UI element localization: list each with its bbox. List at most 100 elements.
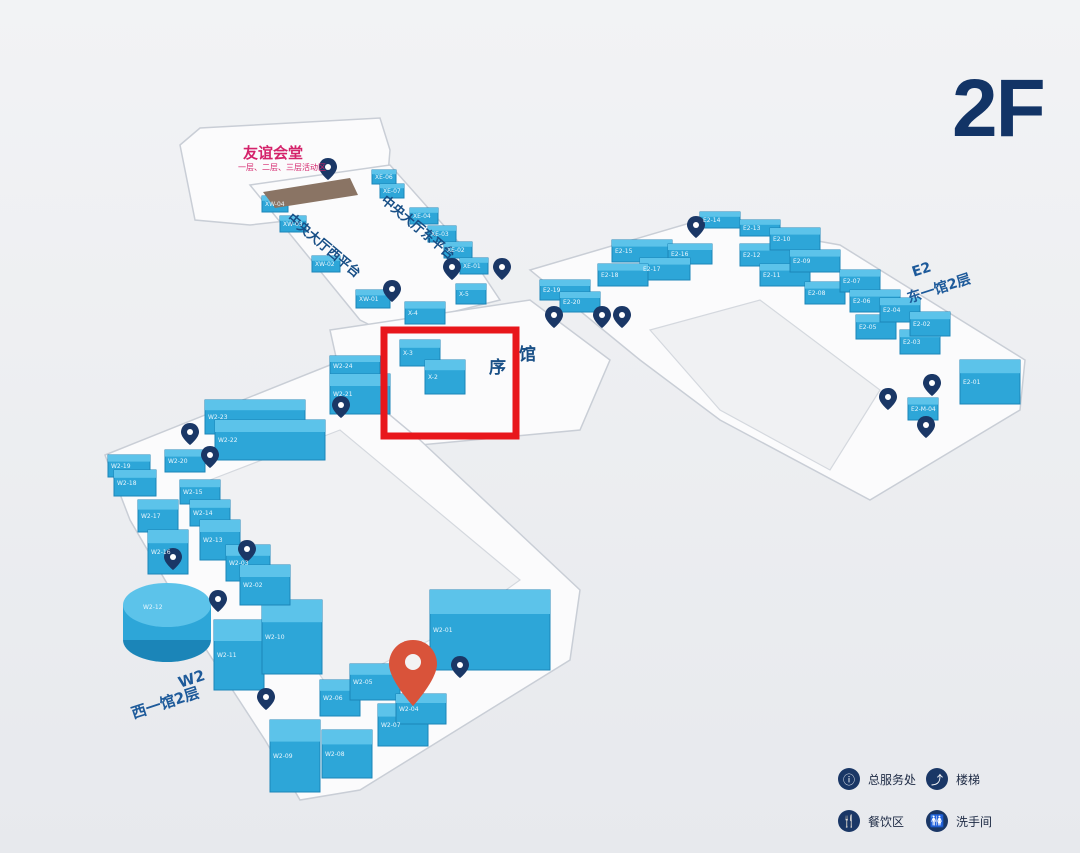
booth-xw-02[interactable] xyxy=(311,255,341,273)
booth-label: XE-01 xyxy=(463,263,481,270)
facility-marker-icon[interactable] xyxy=(613,306,631,328)
booth-w2-24[interactable] xyxy=(329,355,381,377)
stairs-icon: ⤴ xyxy=(926,768,948,790)
floor-label: 2F xyxy=(952,63,1046,154)
dining-icon: 🍴 xyxy=(838,810,860,832)
booth-label: W2-11 xyxy=(217,652,237,659)
booth-e2-02[interactable] xyxy=(909,311,951,337)
booth-e2-08[interactable] xyxy=(804,281,846,305)
facility-marker-icon[interactable] xyxy=(443,258,461,280)
booth-label: XW-01 xyxy=(359,296,379,303)
legend: ⓘ 总服务处 ⤴ 楼梯 🍴 餐饮区 🚻 洗手间 xyxy=(838,768,1048,838)
facility-marker-icon[interactable] xyxy=(181,423,199,445)
booth-label: XE-03 xyxy=(431,231,449,238)
booth-label: E2-13 xyxy=(743,225,761,232)
booth-label: W2-06 xyxy=(323,695,343,702)
booth-w2-08[interactable] xyxy=(321,729,373,779)
stairs-area xyxy=(263,178,358,208)
facility-marker-icon[interactable] xyxy=(257,688,275,710)
restroom-icon: 🚻 xyxy=(926,810,948,832)
booth-w2-18[interactable] xyxy=(113,469,157,497)
booth-label: E2-02 xyxy=(913,321,931,328)
booth-label: E2-M-04 xyxy=(911,406,936,413)
booth-x-2[interactable] xyxy=(424,359,466,395)
facility-marker-icon[interactable] xyxy=(319,158,337,180)
booth-label: W2-15 xyxy=(183,489,203,496)
booth-label: E2-08 xyxy=(808,290,826,297)
booth-label: E2-15 xyxy=(615,248,633,255)
facility-marker-icon[interactable] xyxy=(923,374,941,396)
friendship-hall-label: 友谊会堂 xyxy=(243,144,304,162)
facility-marker-icon[interactable] xyxy=(917,416,935,438)
booth-label: W2-18 xyxy=(117,480,137,487)
booth-w2-21[interactable] xyxy=(329,373,391,415)
center-char-label: 序 xyxy=(489,358,506,378)
booth-label: W2-10 xyxy=(265,634,285,641)
booth-w2-17[interactable] xyxy=(137,499,179,533)
booth-label: W2-04 xyxy=(399,706,419,713)
booth-w2-10[interactable] xyxy=(261,599,323,675)
booth-label: W2-22 xyxy=(218,437,238,444)
facility-marker-icon[interactable] xyxy=(164,548,182,570)
facility-marker-icon[interactable] xyxy=(383,280,401,302)
booth-label: W2-20 xyxy=(168,458,188,465)
booth-label: XE-04 xyxy=(413,213,431,220)
booth-label: W2-23 xyxy=(208,414,228,421)
friendship-hall-sublabel: 一层、二层、三层活动区 xyxy=(238,163,326,172)
booth-xe-04[interactable] xyxy=(409,207,439,225)
booth-label: E2-14 xyxy=(703,217,721,224)
booth-xe-03[interactable] xyxy=(427,225,457,243)
booth-e2-09[interactable] xyxy=(789,249,841,273)
booth-xe-07[interactable] xyxy=(379,183,405,199)
booth-e2-20[interactable] xyxy=(559,291,601,313)
booth-w2-13[interactable] xyxy=(199,519,241,561)
facility-marker-icon[interactable] xyxy=(493,258,511,280)
booth-label: E2-10 xyxy=(773,236,791,243)
booth-label: E2-16 xyxy=(671,251,689,258)
booth-label: W2-05 xyxy=(353,679,373,686)
booth-w2-01[interactable] xyxy=(429,589,551,671)
facility-marker-icon[interactable] xyxy=(238,540,256,562)
booth-xe-02[interactable] xyxy=(443,241,473,259)
booth-label: E2-03 xyxy=(903,339,921,346)
booth-e2-01[interactable] xyxy=(959,359,1021,405)
booth-w2-05[interactable] xyxy=(349,663,401,701)
facility-marker-icon[interactable] xyxy=(332,396,350,418)
booth-label: XE-06 xyxy=(375,174,393,181)
booth-x-4[interactable] xyxy=(404,301,446,325)
booth-w2-09[interactable] xyxy=(269,719,321,793)
booth-label: W2-12 xyxy=(143,604,163,611)
booth-label: W2-07 xyxy=(381,722,401,729)
booth-x-5[interactable] xyxy=(455,283,487,305)
facility-marker-icon[interactable] xyxy=(687,216,705,238)
booth-label: W2-16 xyxy=(151,549,171,556)
booth-label: XW-03 xyxy=(283,221,303,228)
facility-marker-icon[interactable] xyxy=(209,590,227,612)
booth-label: W2-21 xyxy=(333,391,353,398)
facility-marker-icon[interactable] xyxy=(593,306,611,328)
booth-label: X-5 xyxy=(459,291,469,298)
facility-marker-icon[interactable] xyxy=(879,388,897,410)
booth-label: E2-12 xyxy=(743,252,761,259)
center-char-label-2: 馆 xyxy=(519,345,536,365)
booth-w2-02[interactable] xyxy=(239,564,291,606)
booth-label: E2-07 xyxy=(843,278,861,285)
booth-w2-22[interactable] xyxy=(214,419,326,461)
booth-label: W2-13 xyxy=(203,537,223,544)
location-pin-icon[interactable] xyxy=(389,640,437,706)
facility-marker-icon[interactable] xyxy=(451,656,469,678)
booth-e2-05[interactable] xyxy=(855,314,897,340)
booth-e2-18[interactable] xyxy=(597,263,649,287)
booth-label: XE-02 xyxy=(447,247,465,254)
facility-marker-icon[interactable] xyxy=(545,306,563,328)
booth-w2-04[interactable] xyxy=(395,693,447,725)
booth-xw-03[interactable] xyxy=(279,215,307,233)
booth-label: E2-04 xyxy=(883,307,901,314)
facility-marker-icon[interactable] xyxy=(201,446,219,468)
booth-label: XE-07 xyxy=(383,188,401,195)
booth-w2-11[interactable] xyxy=(213,619,265,691)
booth-label: X-3 xyxy=(403,350,413,357)
booth-label: W2-19 xyxy=(111,463,131,470)
booth-label: E2-01 xyxy=(963,379,981,386)
